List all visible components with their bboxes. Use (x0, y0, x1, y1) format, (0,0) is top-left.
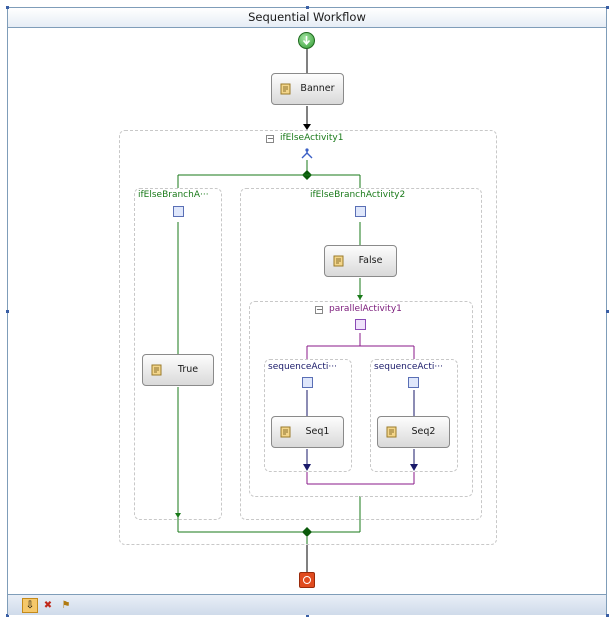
code-activity-icon (386, 426, 397, 438)
sequence-icon (355, 206, 366, 217)
resize-grip-bm[interactable] (306, 614, 309, 617)
resize-grip-tl[interactable] (6, 6, 9, 9)
view-workflow-icon[interactable]: ⇩ (22, 598, 38, 613)
resize-grip-bl[interactable] (6, 614, 9, 617)
branch-a-label: ifElseBranchA··· (138, 190, 209, 200)
ifelse-branch-activity2[interactable] (240, 188, 482, 520)
resize-grip-tr[interactable] (606, 6, 609, 9)
sequence-icon (408, 377, 419, 388)
code-activity-icon (280, 83, 291, 95)
code-activity-icon (280, 426, 291, 438)
workflow-title: Sequential Workflow (8, 8, 606, 28)
designer-toolbar: ⇩ ✖ ⚑ (8, 594, 606, 615)
ifelse-branch-a[interactable] (134, 188, 222, 520)
collapse-ifelse-button[interactable]: − (266, 134, 274, 143)
seq1-label: Seq1 (305, 426, 330, 437)
banner-label: Banner (300, 83, 335, 94)
resize-grip-tm[interactable] (306, 6, 309, 9)
parallel-icon (355, 319, 366, 330)
view-fault-handlers-icon[interactable]: ⚑ (61, 600, 71, 611)
sequence-icon (173, 206, 184, 217)
ifelse-activity[interactable] (119, 130, 497, 545)
sequence-icon (302, 377, 313, 388)
sequence-activity-left[interactable] (264, 359, 352, 472)
true-label: True (177, 364, 199, 375)
sequence-left-label: sequenceActi··· (268, 362, 337, 372)
view-cancel-handler-icon[interactable]: ✖ (43, 600, 53, 611)
ifelse-branch-icon (301, 148, 313, 159)
seq2-activity[interactable]: Seq2 (377, 416, 450, 448)
ifelse-label: ifElseActivity1 (280, 133, 344, 143)
parallel-label: parallelActivity1 (329, 304, 402, 314)
branch2-label: ifElseBranchActivity2 (310, 190, 406, 200)
resize-grip-ml[interactable] (6, 310, 9, 313)
stop-circle-icon (299, 572, 315, 588)
resize-grip-br[interactable] (606, 614, 609, 617)
seq1-activity[interactable]: Seq1 (271, 416, 344, 448)
sequence-right-label: sequenceActi··· (374, 362, 443, 372)
false-label: False (358, 255, 383, 266)
seq2-label: Seq2 (411, 426, 436, 437)
false-activity[interactable]: False (324, 245, 397, 277)
code-activity-icon (333, 255, 344, 267)
sequence-activity-right[interactable] (370, 359, 458, 472)
true-activity[interactable]: True (142, 354, 214, 386)
start-circle-icon (298, 32, 315, 49)
parallel-activity[interactable] (249, 301, 473, 497)
banner-activity[interactable]: Banner (271, 73, 344, 105)
collapse-parallel-button[interactable]: − (315, 305, 323, 314)
resize-grip-mr[interactable] (606, 310, 609, 313)
code-activity-icon (151, 364, 162, 376)
